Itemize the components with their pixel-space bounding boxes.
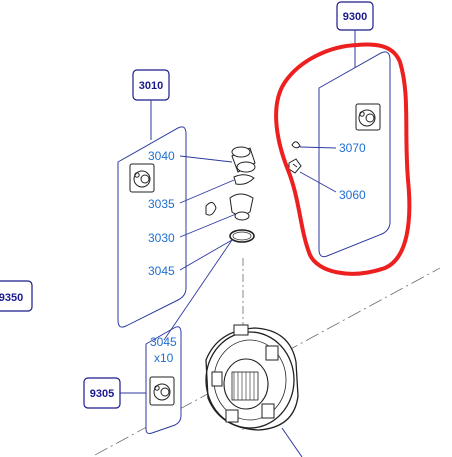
leader-3040 xyxy=(179,155,233,163)
leader-3060 xyxy=(299,171,337,193)
kit-icon-3045 xyxy=(149,376,175,406)
label-3070[interactable]: 3070 xyxy=(339,141,366,155)
label-3040[interactable]: 3040 xyxy=(148,149,175,163)
callout-9350-label: 9350 xyxy=(0,292,23,304)
clutch-hub-assembly xyxy=(205,324,299,431)
callout-9305-label: 9305 xyxy=(90,388,114,400)
part-small-clip xyxy=(205,202,217,216)
callout-9350-box[interactable] xyxy=(0,280,33,312)
part-3045-oring xyxy=(229,229,255,243)
leader-3035 xyxy=(179,179,235,204)
part-3070-clip xyxy=(291,141,301,149)
label-qty-x10: x10 xyxy=(154,351,174,365)
leader-3045-a xyxy=(179,239,233,271)
part-3030-cage xyxy=(229,193,254,221)
label-3035[interactable]: 3035 xyxy=(148,197,175,211)
part-3040-roller xyxy=(231,146,256,173)
group-panel-9300 xyxy=(318,51,391,258)
label-3060[interactable]: 3060 xyxy=(339,188,366,202)
leader-3070 xyxy=(299,146,337,149)
leader-3030 xyxy=(179,213,237,238)
label-3045-b[interactable]: 3045 xyxy=(150,335,177,349)
callout-9300-label: 9300 xyxy=(343,11,367,23)
kit-icon-3010 xyxy=(129,163,155,193)
label-3045-a[interactable]: 3045 xyxy=(148,264,175,278)
part-3060-pin xyxy=(288,158,302,174)
kit-icon-9300 xyxy=(355,103,381,131)
label-3030[interactable]: 3030 xyxy=(148,231,175,245)
red-highlight-outline xyxy=(274,42,412,276)
part-3035-spring xyxy=(233,174,255,185)
leader-3045-b xyxy=(163,239,233,341)
callout-3010-label: 3010 xyxy=(139,80,163,92)
leader-hub xyxy=(281,427,303,457)
